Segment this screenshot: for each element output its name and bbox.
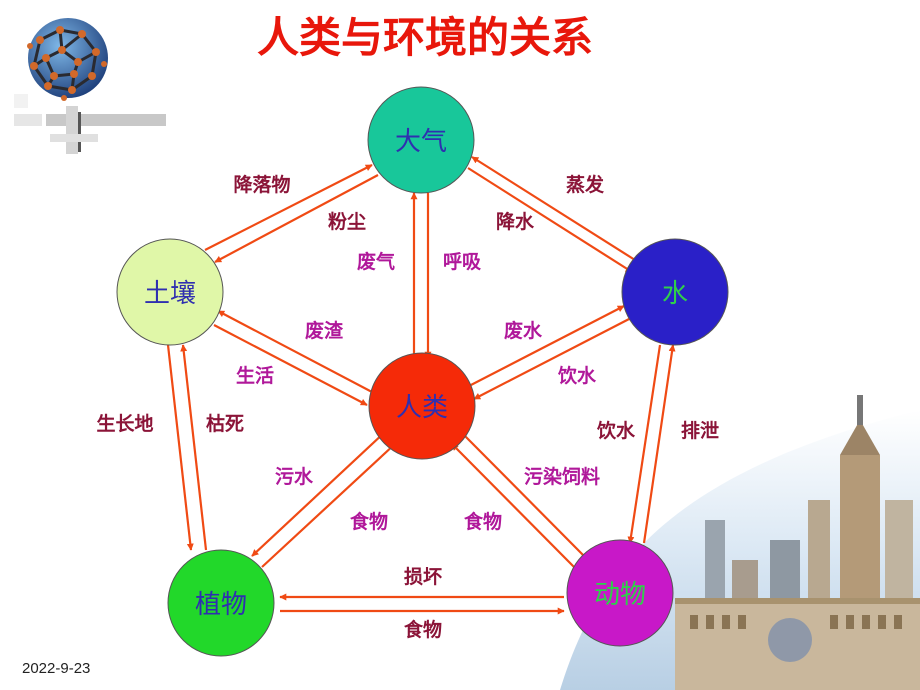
node-soil-label: 土壤 <box>144 279 196 309</box>
edge-labels-maroon: 降落物 粉尘 蒸发 降水 生长地 枯死 饮水 排泄 损坏 食物 <box>96 173 719 641</box>
edge-label-soil-atmosphere-outer: 降落物 <box>233 173 290 196</box>
edge-label-human-atmosphere-right: 呼吸 <box>443 251 482 273</box>
node-animal-label: 动物 <box>594 580 646 610</box>
node-human: 人类 <box>368 352 476 460</box>
arrow-plant-to-human <box>261 442 397 568</box>
edge-label-human-soil-life: 生活 <box>236 364 274 387</box>
edge-label-human-water-drink: 饮水 <box>557 364 597 387</box>
arrow-soil-to-plant <box>166 344 194 551</box>
edge-labels-purple: 废气 呼吸 废渣 生活 废水 饮水 污水 食物 污染饲料 食物 <box>236 250 600 533</box>
edge-label-human-plant-food: 食物 <box>350 510 388 533</box>
node-plant: 植物 <box>167 549 275 657</box>
arrow-water-to-human <box>473 317 632 400</box>
arrow-human-to-plant <box>251 431 386 557</box>
node-water-label: 水 <box>662 279 688 309</box>
arrow-atmosphere-to-water <box>467 167 633 273</box>
arrow-soil-to-human <box>213 324 368 406</box>
node-water: 水 <box>621 238 729 346</box>
node-animal: 动物 <box>566 539 674 647</box>
edge-label-soil-plant-ground: 生长地 <box>96 412 153 435</box>
edge-label-water-animal-drink: 饮水 <box>596 419 636 442</box>
node-human-label: 人类 <box>396 393 448 423</box>
edge-label-human-atmosphere-left: 废气 <box>357 250 395 273</box>
edge-label-human-animal-feed: 污染饲料 <box>524 465 600 488</box>
molecule-cage-logo <box>27 18 108 101</box>
edge-label-human-soil-waste: 废渣 <box>305 319 344 342</box>
node-plant-label: 植物 <box>195 590 247 620</box>
arrow-atmosphere-to-soil <box>214 174 379 263</box>
node-atmosphere: 大气 <box>367 86 475 194</box>
decorative-bars <box>14 94 166 154</box>
edge-label-human-water-waste: 废水 <box>504 319 543 342</box>
edge-label-atmosphere-water-outer: 蒸发 <box>566 173 605 196</box>
arrow-human-to-water <box>468 305 625 387</box>
edge-label-water-animal-excrete: 排泄 <box>681 419 719 442</box>
edge-label-plant-animal-food: 食物 <box>404 618 442 641</box>
arrow-animal-to-human <box>451 443 578 571</box>
edge-label-plant-animal-damage: 损坏 <box>404 566 442 588</box>
arrow-plant-to-soil <box>180 344 208 551</box>
edge-label-atmosphere-water-inner: 降水 <box>496 210 535 233</box>
arrow-water-to-animal <box>627 344 662 544</box>
node-soil: 土壤 <box>116 238 224 346</box>
edge-label-soil-atmosphere-inner: 粉尘 <box>328 210 366 233</box>
arrow-human-to-animal <box>461 432 589 561</box>
edge-label-human-plant-sewage: 污水 <box>275 466 314 488</box>
edge-label-soil-plant-dead: 枯死 <box>206 412 244 435</box>
relationship-arrows <box>166 156 676 615</box>
slide-title: 人类与环境的关系 <box>257 13 593 62</box>
edge-label-human-animal-food: 食物 <box>464 510 502 533</box>
arrow-human-to-soil <box>217 310 373 393</box>
node-atmosphere-label: 大气 <box>395 127 447 157</box>
arrow-animal-to-water <box>642 344 676 544</box>
arrow-water-to-atmosphere <box>471 156 636 261</box>
footer-date: 2022-9-23 <box>22 660 90 677</box>
arrow-soil-to-atmosphere <box>204 164 373 251</box>
